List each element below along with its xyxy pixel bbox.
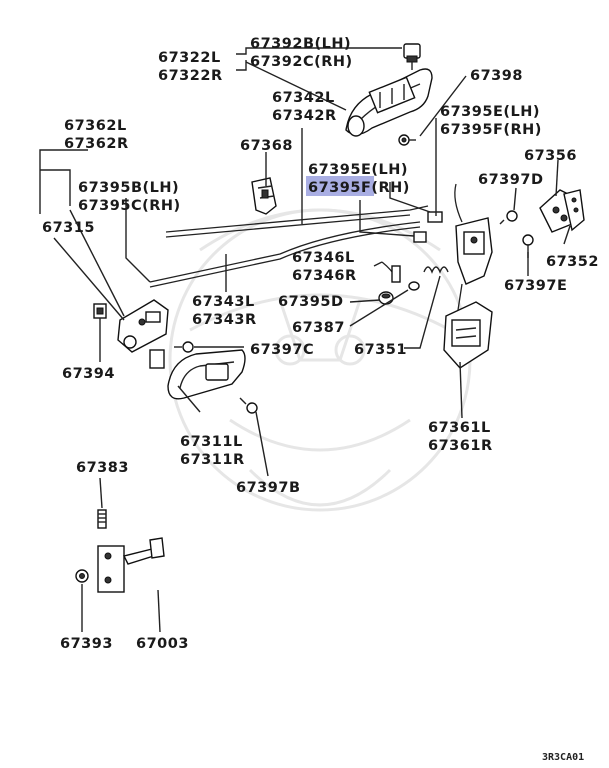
label-67343r: 67343R <box>192 312 257 328</box>
label-67394: 67394 <box>62 366 115 382</box>
label-67311r: 67311R <box>180 452 245 468</box>
rod-67346-part <box>381 261 401 283</box>
label-67397c: 67397C <box>250 342 314 358</box>
label-67395e-mid: 67395E(LH) <box>308 162 408 178</box>
inside-handle-67311-part <box>149 349 246 400</box>
label-67398: 67398 <box>470 68 523 84</box>
label-67362l: 67362L <box>64 118 127 134</box>
label-67397b: 67397B <box>236 480 301 496</box>
screw-67397b-part <box>239 397 258 414</box>
label-67315: 67315 <box>42 220 95 236</box>
label-67346r: 67346R <box>292 268 357 284</box>
label-67342r: 67342R <box>272 108 337 124</box>
outside-handle-67322-part <box>345 68 433 137</box>
label-67395e-top: 67395E(LH) <box>440 104 540 120</box>
rod-67343-part <box>149 221 421 288</box>
label-67342l: 67342L <box>272 90 335 106</box>
diagram-code: 3R3CA01 <box>542 752 584 763</box>
label-67392c: 67392C(RH) <box>250 54 353 70</box>
rod-67342-part <box>165 205 429 238</box>
label-67003: 67003 <box>136 636 189 652</box>
label-67352: 67352 <box>546 254 599 270</box>
label-67395d: 67395D <box>278 294 343 310</box>
label-67395f-mid: 67395F(RH) <box>308 180 410 196</box>
label-67383: 67383 <box>76 460 129 476</box>
clip-67395ef-part <box>413 211 443 243</box>
clip-67392-part <box>403 43 421 70</box>
screw-67397c-part <box>174 341 194 353</box>
striker-67356-part <box>539 189 585 233</box>
label-67322r: 67322R <box>158 68 223 84</box>
clip-67394-part <box>93 303 107 319</box>
nut-67393-part <box>75 569 89 583</box>
bolt-67383-part <box>97 509 107 529</box>
label-67322l: 67322L <box>158 50 221 66</box>
label-67397e: 67397E <box>504 278 567 294</box>
door-lock-67361-part <box>443 183 493 369</box>
label-67395c: 67395C(RH) <box>78 198 181 214</box>
bracket-67368-part <box>251 177 277 215</box>
label-67362r: 67362R <box>64 136 129 152</box>
label-67387: 67387 <box>292 320 345 336</box>
label-67397d: 67397D <box>478 172 543 188</box>
label-67351: 67351 <box>354 342 407 358</box>
label-67392b: 67392B(LH) <box>250 36 351 52</box>
label-67368: 67368 <box>240 138 293 154</box>
door-check-67003-part <box>97 537 165 593</box>
label-67395b: 67395B(LH) <box>78 180 179 196</box>
remote-link-67315-part <box>117 299 169 353</box>
spring-67351-part <box>423 266 449 274</box>
label-67393: 67393 <box>60 636 113 652</box>
screw-67398-part <box>398 134 416 146</box>
label-67356: 67356 <box>524 148 577 164</box>
leader-lines <box>39 47 571 633</box>
bush-67395d-part <box>378 291 394 305</box>
label-67395f-top: 67395F(RH) <box>440 122 542 138</box>
label-67311l: 67311L <box>180 434 243 450</box>
highlight-box <box>306 176 374 196</box>
label-67343l: 67343L <box>192 294 255 310</box>
label-67346l: 67346L <box>292 250 355 266</box>
label-67361l: 67361L <box>428 420 491 436</box>
label-67361r: 67361R <box>428 438 493 454</box>
washer-67387-part <box>408 281 420 291</box>
part-labels: 67392B(LH) 67392C(RH) 67322L 67322R 6739… <box>42 36 599 763</box>
screw-67397d-part <box>499 210 518 225</box>
